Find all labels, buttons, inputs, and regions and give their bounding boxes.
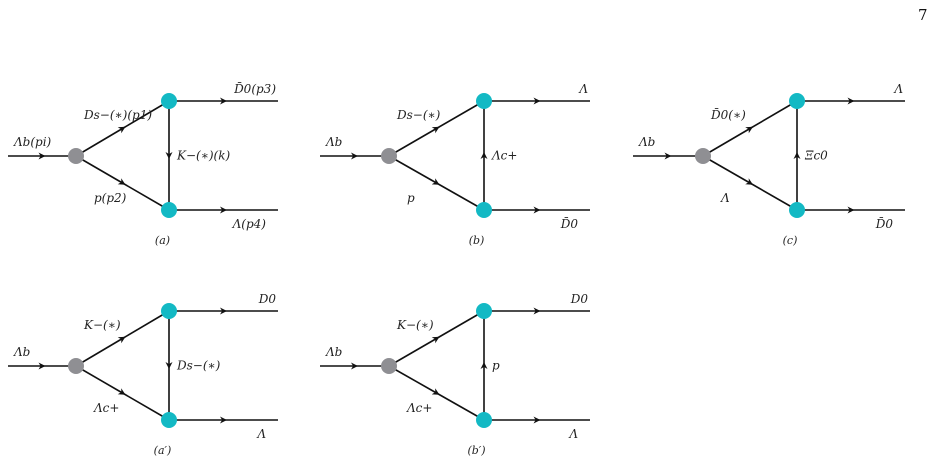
diagram-b-prime: Λb K−(∗) Λc+ p D0Λ (b′)	[320, 292, 590, 457]
diagram-caption: (a)	[155, 234, 170, 247]
strong-vertex-bottom	[161, 202, 177, 218]
weak-vertex	[695, 148, 711, 164]
lower-baryon-line	[75, 155, 170, 211]
outgoing-bottom-label: D̄0	[560, 216, 579, 231]
lower-baryon-label: p	[407, 191, 415, 205]
outgoing-top-label: D0	[258, 292, 277, 306]
outgoing-bottom-label: Λ(p4)	[232, 217, 267, 231]
strong-vertex-top	[161, 93, 177, 109]
diagram-caption: (c)	[783, 234, 798, 247]
upper-meson-line	[75, 310, 170, 367]
incoming-label: Λb	[638, 135, 655, 149]
diagram-a-prime: Λb K−(∗) Λc+ Ds−(∗) D0Λ (a′)	[8, 292, 278, 457]
diagram-a: Λb(pi) Ds−(∗)(p1) p(p2) K−(∗)(k) D̄0(p3) Λ(p4…	[8, 81, 278, 247]
diagram-caption: (b′)	[467, 444, 485, 457]
outgoing-bottom-label: Λ	[568, 427, 578, 441]
lower-baryon-line	[388, 365, 485, 421]
upper-meson-label: Ds−(∗)(p1)	[83, 108, 152, 122]
strong-vertex-top	[476, 93, 492, 109]
incoming-label: Λb	[13, 345, 30, 359]
strong-vertex-top	[161, 303, 177, 319]
diagram-caption: (b)	[469, 234, 485, 247]
upper-meson-line	[388, 310, 485, 367]
incoming-label: Λb	[325, 135, 342, 149]
page-number: 7	[918, 6, 928, 24]
upper-meson-line	[388, 100, 485, 157]
strong-vertex-bottom	[161, 412, 177, 428]
lower-baryon-line	[702, 155, 798, 211]
diagram-group: Λb(pi) Ds−(∗)(p1) p(p2) K−(∗)(k) D̄0(p3) Λ(p4…	[8, 81, 905, 457]
incoming-label: Λb(pi)	[13, 135, 52, 149]
upper-meson-label: K−(∗)	[396, 318, 434, 332]
outgoing-top-label: D̄0(p3)	[233, 81, 276, 96]
outgoing-bottom-label: D̄0	[875, 216, 894, 231]
lower-baryon-label: p(p2)	[94, 191, 127, 205]
upper-meson-line	[75, 100, 170, 157]
exchanged-label: Ξc0	[804, 149, 828, 163]
weak-vertex	[381, 358, 397, 374]
strong-vertex-top	[476, 303, 492, 319]
upper-meson-line	[702, 100, 798, 157]
strong-vertex-bottom	[476, 202, 492, 218]
incoming-label: Λb	[325, 345, 342, 359]
outgoing-top-label: D0	[570, 292, 589, 306]
exchanged-label: Λc+	[491, 149, 517, 163]
strong-vertex-bottom	[789, 202, 805, 218]
weak-vertex	[381, 148, 397, 164]
weak-vertex	[68, 148, 84, 164]
diagram-b: Λb Ds−(∗) p Λc+ Λ D̄0 (b)	[320, 82, 590, 247]
exchanged-label: p	[492, 359, 500, 373]
exchanged-label: K−(∗)(k)	[176, 149, 230, 163]
upper-meson-label: D̄0(∗)	[710, 107, 746, 122]
upper-meson-label: K−(∗)	[83, 318, 121, 332]
lower-baryon-line	[75, 365, 170, 421]
lower-baryon-label: Λc+	[93, 401, 119, 415]
lower-baryon-label: Λc+	[406, 401, 432, 415]
lower-baryon-label: Λ	[720, 191, 730, 205]
strong-vertex-bottom	[476, 412, 492, 428]
exchanged-label: Ds−(∗)	[176, 359, 221, 373]
outgoing-top-label: Λ	[893, 82, 903, 96]
outgoing-top-label: Λ	[578, 82, 588, 96]
strong-vertex-top	[789, 93, 805, 109]
outgoing-bottom-label: Λ	[256, 427, 266, 441]
weak-vertex	[68, 358, 84, 374]
diagram-caption: (a′)	[154, 444, 172, 457]
upper-meson-label: Ds−(∗)	[396, 108, 441, 122]
lower-baryon-line	[388, 155, 485, 211]
